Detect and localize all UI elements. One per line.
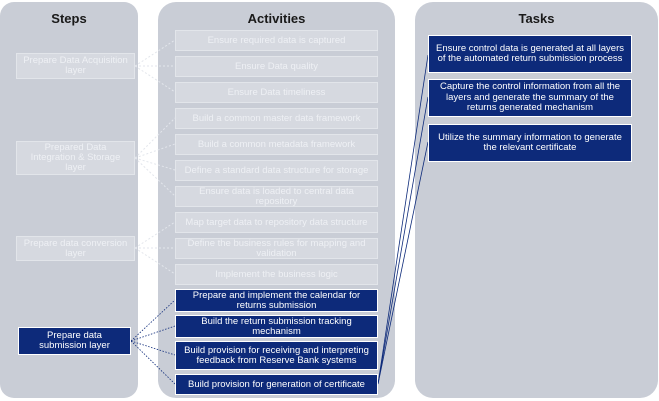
activity-master-data[interactable]: Build a common master data framework — [175, 108, 378, 129]
activity-map-target-data[interactable]: Map target data to repository data struc… — [175, 212, 378, 233]
activity-calendar[interactable]: Prepare and implement the calendar for r… — [175, 289, 378, 312]
activity-label: Map target data to repository data struc… — [185, 216, 368, 228]
activity-label: Define the business rules for mapping an… — [187, 237, 366, 259]
activity-data-timeliness[interactable]: Ensure Data timeliness — [175, 82, 378, 103]
activity-certificate-provision[interactable]: Build provision for generation of certif… — [175, 374, 378, 395]
activity-label: Prepare and implement the calendar for r… — [192, 289, 361, 311]
activity-label: Implement the business logic — [215, 268, 338, 280]
activity-feedback-provision[interactable]: Build provision for receiving and interp… — [175, 341, 378, 370]
activity-central-repository[interactable]: Ensure data is loaded to central data re… — [175, 186, 378, 207]
activity-label: Ensure Data timeliness — [227, 86, 326, 98]
activity-label: Ensure required data is captured — [207, 34, 346, 46]
activity-label: Ensure Data quality — [235, 60, 318, 72]
step-label: Prepared Data Integration & Storage laye… — [30, 142, 121, 173]
task-label: Ensure control data is generated at all … — [436, 42, 624, 64]
activity-label: Build a common metadata framework — [197, 138, 356, 150]
activity-metadata[interactable]: Build a common metadata framework — [175, 134, 378, 155]
activity-label: Build the return submission tracking mec… — [201, 315, 352, 337]
activity-required-data[interactable]: Ensure required data is captured — [175, 30, 378, 51]
step-data-submission[interactable]: Prepare data submission layer — [18, 327, 131, 355]
task-label: Capture the control information from all… — [439, 81, 621, 114]
task-control-data[interactable]: Ensure control data is generated at all … — [428, 35, 632, 73]
task-label: Utilize the summary information to gener… — [438, 131, 622, 153]
activities-title: Activities — [247, 11, 306, 26]
activity-business-logic[interactable]: Implement the business logic — [175, 264, 378, 285]
activity-label: Ensure data is loaded to central data re… — [199, 185, 354, 207]
steps-title: Steps — [51, 11, 87, 26]
activity-label: Define a standard data structure for sto… — [184, 164, 369, 176]
activity-tracking-mechanism[interactable]: Build the return submission tracking mec… — [175, 315, 378, 338]
step-data-conversion[interactable]: Prepare data conversion layer — [16, 236, 135, 261]
task-generate-certificate[interactable]: Utilize the summary information to gener… — [428, 124, 632, 162]
activity-data-structure[interactable]: Define a standard data structure for sto… — [175, 160, 378, 181]
step-label: Prepare data submission layer — [39, 330, 110, 351]
activity-label: Build provision for receiving and interp… — [184, 344, 369, 366]
tasks-title: Tasks — [518, 11, 555, 26]
task-capture-control-info[interactable]: Capture the control information from all… — [428, 79, 632, 117]
step-label: Prepare Data Acquisition layer — [23, 55, 128, 76]
activity-label: Build a common master data framework — [192, 112, 361, 124]
step-label: Prepare data conversion layer — [23, 237, 128, 259]
activity-data-quality[interactable]: Ensure Data quality — [175, 56, 378, 77]
step-data-integration[interactable]: Prepared Data Integration & Storage laye… — [16, 141, 135, 175]
activity-label: Build provision for generation of certif… — [188, 378, 365, 390]
step-data-acquisition[interactable]: Prepare Data Acquisition layer — [16, 53, 135, 79]
activity-business-rules[interactable]: Define the business rules for mapping an… — [175, 238, 378, 259]
